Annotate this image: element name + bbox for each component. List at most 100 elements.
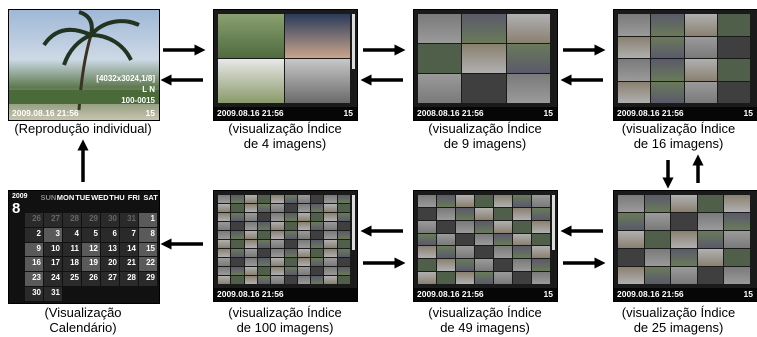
thumbnail[interactable] — [494, 220, 512, 233]
calendar-day[interactable]: 18 — [63, 257, 81, 272]
thumbnail[interactable] — [513, 246, 531, 259]
calendar-day[interactable]: 30 — [101, 213, 119, 227]
thumbnail[interactable] — [271, 222, 284, 230]
thumbnail[interactable] — [644, 213, 671, 230]
thumbnail[interactable] — [437, 246, 455, 259]
thumbnail[interactable] — [506, 44, 550, 73]
thumbnail[interactable] — [311, 204, 324, 212]
thumbnail[interactable] — [418, 44, 462, 73]
thumbnail[interactable] — [257, 222, 271, 230]
thumbnail[interactable] — [244, 249, 257, 257]
calendar-day[interactable]: 28 — [63, 213, 81, 227]
thumbnail[interactable] — [297, 195, 311, 203]
thumbnail[interactable] — [337, 276, 350, 284]
thumbnail[interactable] — [311, 213, 324, 221]
thumbnail[interactable] — [651, 36, 684, 58]
thumbnail[interactable] — [532, 207, 550, 220]
thumbnail[interactable] — [257, 195, 271, 203]
thumbnail[interactable] — [297, 267, 311, 275]
calendar-day[interactable]: 26 — [82, 272, 100, 287]
thumbnail[interactable] — [231, 240, 244, 248]
thumbnail[interactable] — [532, 272, 550, 284]
thumbnail[interactable] — [418, 14, 462, 43]
calendar-day[interactable]: 4 — [63, 227, 81, 242]
thumbnail[interactable] — [456, 220, 474, 233]
thumbnail[interactable] — [284, 222, 297, 230]
thumbnail[interactable] — [297, 204, 311, 212]
thumbnail[interactable] — [244, 222, 257, 230]
thumbnail[interactable] — [513, 259, 531, 272]
thumbnail[interactable] — [475, 207, 493, 220]
calendar-day[interactable]: 22 — [139, 257, 157, 272]
calendar-day[interactable]: 11 — [63, 242, 81, 257]
thumbnail[interactable] — [297, 276, 311, 284]
thumbnail[interactable] — [337, 249, 350, 257]
thumbnail[interactable] — [418, 74, 462, 103]
calendar-day[interactable]: 17 — [44, 257, 62, 272]
thumbnail[interactable] — [697, 195, 724, 212]
thumbnail[interactable] — [651, 81, 684, 103]
thumbnail[interactable] — [311, 249, 324, 257]
thumbnail[interactable] — [494, 246, 512, 259]
thumbnail[interactable] — [324, 195, 337, 203]
thumbnail[interactable] — [456, 259, 474, 272]
thumbnail[interactable] — [513, 207, 531, 220]
thumbnail[interactable] — [456, 246, 474, 259]
thumbnail[interactable] — [271, 195, 284, 203]
calendar-day[interactable]: 29 — [82, 213, 100, 227]
thumbnail[interactable] — [724, 195, 750, 212]
thumbnail[interactable] — [257, 204, 271, 212]
thumbnail[interactable] — [257, 276, 271, 284]
thumbnail[interactable] — [324, 267, 337, 275]
calendar-day[interactable]: 21 — [120, 257, 138, 272]
thumbnail[interactable] — [494, 195, 512, 207]
thumbnail[interactable] — [324, 249, 337, 257]
thumbnail[interactable] — [337, 222, 350, 230]
thumbnail[interactable] — [618, 81, 651, 103]
calendar-day[interactable]: 8 — [139, 227, 157, 242]
thumbnail[interactable] — [257, 231, 271, 239]
calendar-day[interactable]: 27 — [44, 213, 62, 227]
thumbnail[interactable] — [231, 231, 244, 239]
thumbnail[interactable] — [311, 267, 324, 275]
thumbnail[interactable] — [231, 276, 244, 284]
thumbnail[interactable] — [244, 258, 257, 266]
calendar-day[interactable]: 2 — [25, 227, 43, 242]
calendar-day[interactable]: 1 — [139, 213, 157, 227]
thumbnail[interactable] — [271, 204, 284, 212]
thumbnail[interactable] — [671, 195, 697, 212]
thumbnail[interactable] — [324, 222, 337, 230]
calendar-day[interactable]: 16 — [25, 257, 43, 272]
thumbnail[interactable] — [684, 14, 717, 36]
thumbnail[interactable] — [437, 272, 455, 284]
thumbnail[interactable] — [284, 240, 297, 248]
thumbnail[interactable] — [324, 204, 337, 212]
thumbnail[interactable] — [671, 249, 697, 266]
thumbnail[interactable] — [437, 259, 455, 272]
thumbnail[interactable] — [257, 249, 271, 257]
thumbnail[interactable] — [337, 258, 350, 266]
thumbnail[interactable] — [513, 195, 531, 207]
thumbnail[interactable] — [532, 259, 550, 272]
thumbnail[interactable] — [513, 272, 531, 284]
calendar-day[interactable]: 28 — [120, 272, 138, 287]
thumbnail[interactable] — [418, 233, 436, 246]
thumbnail[interactable] — [418, 246, 436, 259]
calendar-day[interactable]: 27 — [101, 272, 119, 287]
thumbnail[interactable] — [297, 213, 311, 221]
thumbnail[interactable] — [697, 249, 724, 266]
calendar-day[interactable]: 31 — [44, 287, 62, 301]
thumbnail[interactable] — [271, 231, 284, 239]
thumbnail[interactable] — [724, 231, 750, 248]
thumbnail[interactable] — [418, 207, 436, 220]
thumbnail[interactable] — [231, 249, 244, 257]
thumbnail[interactable] — [717, 59, 750, 81]
thumbnail[interactable] — [231, 195, 244, 203]
thumbnail[interactable] — [284, 276, 297, 284]
thumbnail[interactable] — [337, 231, 350, 239]
calendar-day[interactable]: 26 — [25, 213, 43, 227]
calendar-day[interactable]: 3 — [44, 227, 62, 242]
thumbnail[interactable] — [724, 213, 750, 230]
thumbnail[interactable] — [271, 258, 284, 266]
thumbnail[interactable] — [437, 195, 455, 207]
